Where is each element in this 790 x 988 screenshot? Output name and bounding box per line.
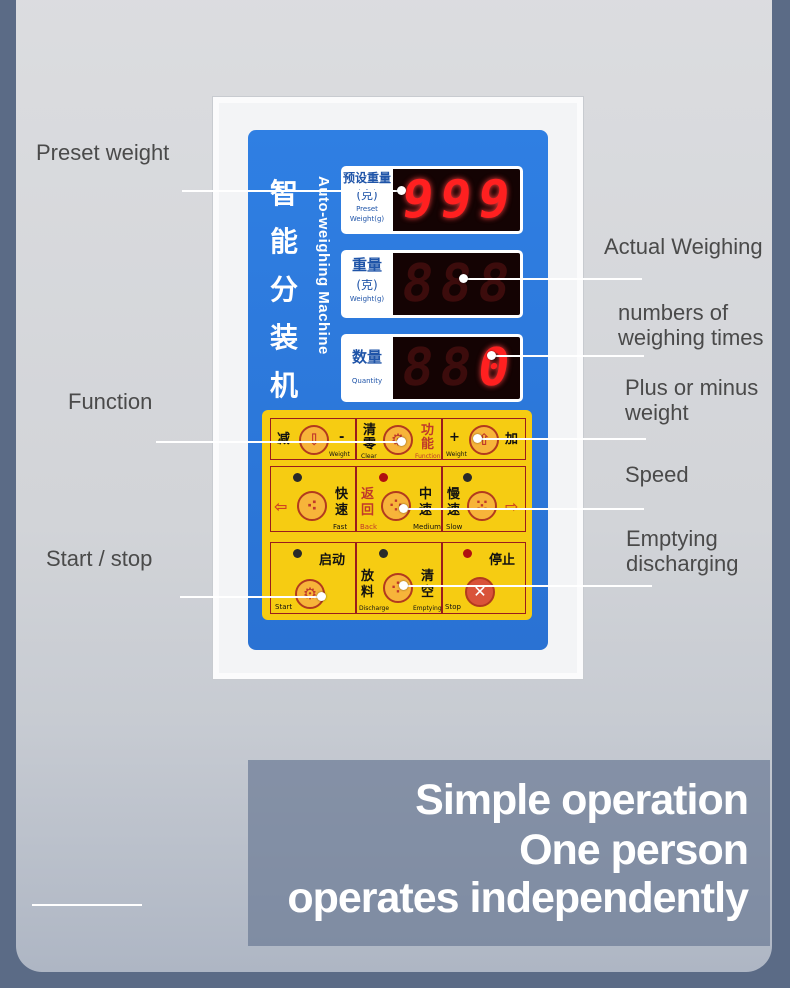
decorative-line (32, 904, 142, 906)
pointer-dot (396, 185, 406, 195)
digit: 0 (473, 338, 516, 398)
digit: 9 (473, 170, 516, 230)
digit: 8 (397, 338, 440, 398)
slogan-line-1: Simple operation (415, 776, 749, 824)
digit: 9 (435, 170, 478, 230)
leader-line (156, 441, 402, 443)
weight-display: 8 8 8 (393, 250, 523, 318)
leader-line (464, 278, 642, 280)
led-indicator (463, 549, 472, 558)
leader-line (478, 438, 646, 440)
callout-plus-minus: Plus or minus weight (625, 375, 759, 425)
digit: 8 (435, 338, 478, 398)
stop-key[interactable]: 停止 ✕ Stop (442, 542, 526, 614)
pointer-dot (458, 273, 468, 283)
preset-weight-label: 预设重量 (克) Preset Weight(g) (341, 166, 393, 234)
digit: 8 (397, 254, 440, 314)
panel-title-chinese: 智 能 分 装 机 (269, 177, 298, 402)
callout-preset-weight: Preset weight (36, 140, 170, 165)
leader-line (182, 190, 400, 192)
right-arrow-icon: ⇨ (505, 497, 519, 516)
digit: 8 (473, 254, 516, 314)
callout-actual-weighing: Actual Weighing (604, 234, 763, 259)
leader-line (404, 585, 652, 587)
slogan-banner (248, 760, 770, 946)
panel-title-english: Auto-weighing Machine (315, 176, 332, 355)
digit: 8 (435, 254, 478, 314)
quantity-label: 数量 Quantity (341, 334, 393, 402)
callout-function: Function (68, 389, 153, 414)
leader-line (492, 355, 644, 357)
pointer-dot (486, 350, 496, 360)
left-arrow-icon: ⇦ (274, 497, 288, 516)
pointer-dot (396, 436, 406, 446)
slogan-line-2: One person (519, 826, 749, 874)
led-indicator (379, 473, 388, 482)
down-arrow-icon: ⇩ (299, 425, 329, 455)
led-indicator (293, 473, 302, 482)
preset-weight-display: 9 9 9 (393, 166, 523, 234)
minus-weight-key[interactable]: 减 ⇩ - Weight (270, 418, 356, 460)
led-indicator (379, 549, 388, 558)
fast-pour-icon: ⁖ (297, 491, 327, 521)
slow-pour-icon: ⁙ (467, 491, 497, 521)
leader-line (180, 596, 322, 598)
slow-speed-key[interactable]: 慢 速 Slow ⁙ ⇨ (442, 466, 526, 532)
pointer-dot (398, 580, 408, 590)
callout-speed: Speed (625, 462, 689, 487)
callout-start-stop: Start / stop (46, 546, 153, 571)
led-indicator (293, 549, 302, 558)
discharge-empty-key[interactable]: 放 料 Discharge ⁘ 清 空 Emptying (356, 542, 442, 614)
pointer-dot (398, 503, 408, 513)
medium-speed-key[interactable]: 返 回 Back ⁘ 中 速 Medium (356, 466, 442, 532)
pointer-dot (316, 591, 326, 601)
slogan-line-3: operates independently (287, 874, 749, 922)
quantity-display: 8 8 0 (393, 334, 523, 402)
callout-emptying: Emptying discharging (626, 526, 739, 576)
discharge-icon: ⁘ (383, 573, 413, 603)
led-indicator (463, 473, 472, 482)
pointer-dot (472, 433, 482, 443)
callout-numbers-of-weighing: numbers of weighing times (618, 300, 764, 350)
leader-line (404, 508, 644, 510)
weight-label: 重量 (克) Weight(g) (341, 250, 393, 318)
start-key[interactable]: 启动 ⚙ Start (270, 542, 356, 614)
fast-speed-key[interactable]: ⇦ ⁖ 快 速 Fast (270, 466, 356, 532)
stop-x-icon: ✕ (465, 577, 495, 607)
digit: 9 (397, 170, 440, 230)
